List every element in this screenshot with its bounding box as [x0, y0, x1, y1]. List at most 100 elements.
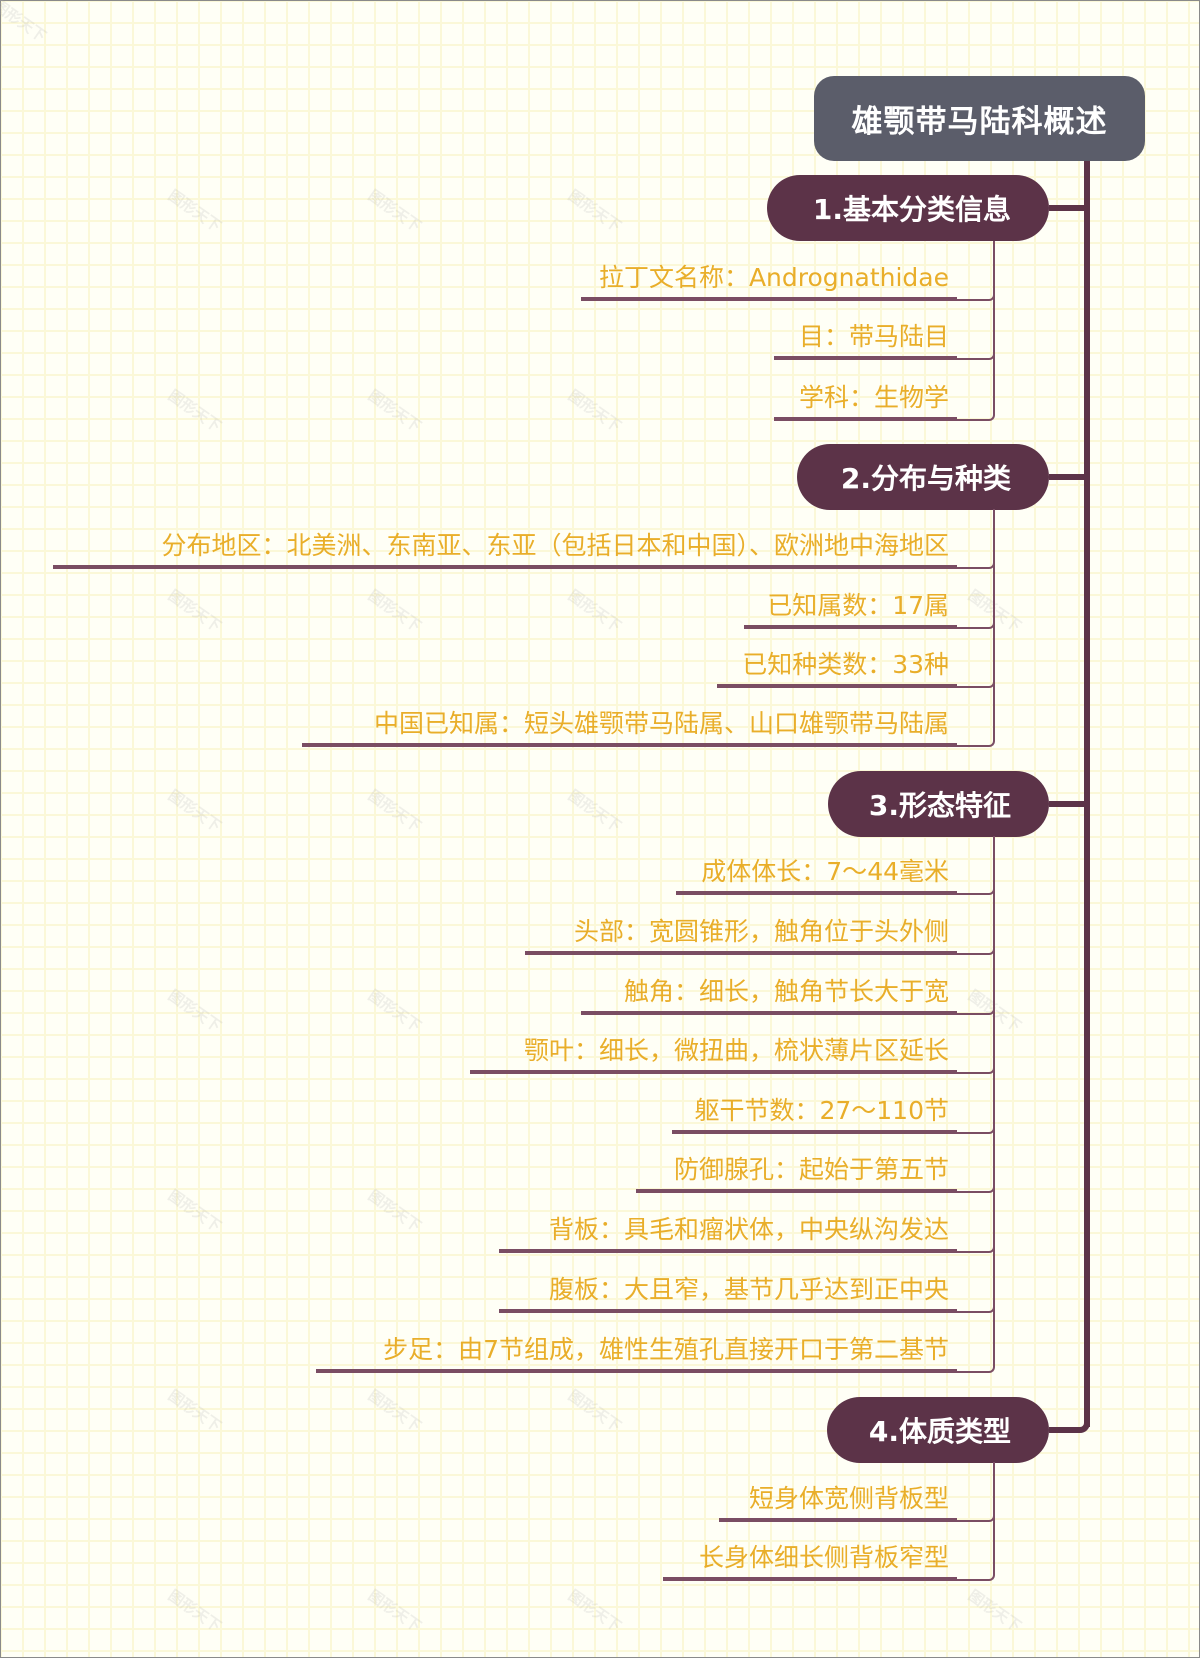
leaf-known-species[interactable]: 已知种类数：33种 — [717, 640, 957, 688]
leaf-latin-name[interactable]: 拉丁文名称：Andrognathidae — [581, 253, 957, 301]
leaf-connector — [955, 1512, 995, 1522]
leaf-underline — [470, 1070, 957, 1074]
leaf-connector — [955, 350, 995, 360]
leaf-label: 成体体长：7～44毫米 — [701, 857, 949, 886]
leaf-underline — [663, 1577, 957, 1581]
watermark: 图形天下 — [164, 1586, 225, 1636]
leaf-distribution-region[interactable]: 分布地区：北美洲、东南亚、东亚（包括日本和中国）、欧洲地中海地区 — [53, 521, 957, 569]
watermark: 图形天下 — [364, 1186, 425, 1236]
leaf-label: 短身体宽侧背板型 — [748, 1484, 949, 1513]
watermark: 图形天下 — [364, 586, 425, 636]
leaf-underline — [525, 951, 957, 955]
leaf-order[interactable]: 目：带马陆目 — [774, 312, 957, 360]
watermark: 图形天下 — [364, 986, 425, 1036]
leaf-connector — [955, 411, 995, 421]
leaf-label: 腹板：大且窄，基节几乎达到正中央 — [548, 1275, 949, 1304]
leaf-gnathal-lobe[interactable]: 颚叶：细长，微扭曲，梳状薄片区延长 — [470, 1026, 957, 1074]
branch-distribution-species[interactable]: 2.分布与种类 — [797, 444, 1049, 510]
leaf-connector — [955, 945, 995, 955]
leaf-short-wide-type[interactable]: 短身体宽侧背板型 — [719, 1474, 957, 1522]
leaf-underline — [774, 356, 957, 360]
leaf-legs[interactable]: 步足：由7节组成，雄性生殖孔直接开口于第二基节 — [316, 1325, 957, 1373]
branch-connector — [1049, 801, 1087, 807]
watermark: 图形天下 — [564, 186, 625, 236]
leaf-label: 分布地区：北美洲、东南亚、东亚（包括日本和中国）、欧洲地中海地区 — [161, 531, 949, 560]
leaf-label: 目：带马陆目 — [798, 322, 949, 351]
leaf-connector — [955, 1183, 995, 1193]
leaf-label: 学科：生物学 — [798, 383, 949, 412]
branch-label: 4.体质类型 — [868, 1415, 1011, 1448]
leaf-connector — [955, 1243, 995, 1253]
watermark: 图形天下 — [564, 386, 625, 436]
leaf-body-length[interactable]: 成体体长：7～44毫米 — [676, 847, 957, 895]
branch-sub-connector — [993, 836, 995, 1363]
leaf-label: 已知种类数：33种 — [742, 650, 949, 679]
leaf-head[interactable]: 头部：宽圆锥形，触角位于头外侧 — [525, 907, 957, 955]
leaf-underline — [774, 417, 957, 421]
watermark: 图形天下 — [164, 1186, 225, 1236]
leaf-connector — [955, 619, 995, 629]
leaf-underline — [302, 743, 957, 747]
leaf-underline — [636, 1189, 957, 1193]
watermark: 图形天下 — [364, 386, 425, 436]
leaf-long-narrow-type[interactable]: 长身体细长侧背板窄型 — [663, 1533, 957, 1581]
leaf-sternite[interactable]: 腹板：大且窄，基节几乎达到正中央 — [499, 1265, 957, 1313]
leaf-underline — [719, 1518, 957, 1522]
leaf-discipline[interactable]: 学科：生物学 — [774, 373, 957, 421]
trunk-connector — [1084, 161, 1090, 1427]
leaf-underline — [53, 565, 957, 569]
leaf-underline — [581, 1011, 957, 1015]
leaf-label: 背板：具毛和瘤状体，中央纵沟发达 — [548, 1215, 949, 1244]
branch-morphology[interactable]: 3.形态特征 — [828, 771, 1049, 837]
watermark: 图形天下 — [364, 1386, 425, 1436]
leaf-connector — [955, 678, 995, 688]
watermark: 图形天下 — [364, 1586, 425, 1636]
branch-connector — [1049, 205, 1087, 211]
leaf-trunk-segments[interactable]: 躯干节数：27～110节 — [672, 1086, 957, 1134]
leaf-connector — [955, 1303, 995, 1313]
root-topic-label: 雄颚带马陆科概述 — [851, 104, 1108, 140]
leaf-underline — [499, 1309, 957, 1313]
trunk-connector-end — [1049, 1419, 1090, 1433]
leaf-connector — [955, 885, 995, 895]
leaf-label: 防御腺孔：起始于第五节 — [673, 1155, 949, 1184]
leaf-underline — [672, 1130, 957, 1134]
watermark: 图形天下 — [0, 0, 50, 46]
leaf-label: 颚叶：细长，微扭曲，梳状薄片区延长 — [523, 1036, 949, 1065]
leaf-label: 长身体细长侧背板窄型 — [698, 1543, 949, 1572]
branch-basic-classification[interactable]: 1.基本分类信息 — [767, 175, 1049, 241]
leaf-underline — [717, 684, 957, 688]
watermark: 图形天下 — [564, 1386, 625, 1436]
leaf-connector — [955, 291, 995, 301]
leaf-label: 步足：由7节组成，雄性生殖孔直接开口于第二基节 — [383, 1335, 949, 1364]
watermark: 图形天下 — [164, 1386, 225, 1436]
watermark: 图形天下 — [164, 386, 225, 436]
leaf-connector — [955, 1005, 995, 1015]
leaf-china-genera[interactable]: 中国已知属：短头雄颚带马陆属、山口雄颚带马陆属 — [302, 699, 957, 747]
leaf-label: 触角：细长，触角节长大于宽 — [623, 977, 949, 1006]
branch-sub-connector — [993, 241, 995, 411]
root-topic[interactable]: 雄颚带马陆科概述 — [814, 76, 1145, 161]
leaf-label: 头部：宽圆锥形，触角位于头外侧 — [573, 917, 949, 946]
leaf-known-genera[interactable]: 已知属数：17属 — [744, 581, 957, 629]
watermark: 图形天下 — [564, 1586, 625, 1636]
leaf-label: 躯干节数：27～110节 — [694, 1096, 949, 1125]
watermark: 图形天下 — [564, 786, 625, 836]
branch-connector — [1049, 474, 1087, 480]
leaf-antenna[interactable]: 触角：细长，触角节长大于宽 — [581, 967, 957, 1015]
branch-label: 3.形态特征 — [868, 789, 1011, 822]
watermark: 图形天下 — [964, 1586, 1025, 1636]
leaf-defense-gland[interactable]: 防御腺孔：起始于第五节 — [636, 1145, 957, 1193]
watermark: 图形天下 — [164, 186, 225, 236]
leaf-connector — [955, 737, 995, 747]
leaf-underline — [316, 1369, 957, 1373]
leaf-tergite[interactable]: 背板：具毛和瘤状体，中央纵沟发达 — [499, 1205, 957, 1253]
leaf-label: 已知属数：17属 — [767, 591, 949, 620]
leaf-label: 中国已知属：短头雄颚带马陆属、山口雄颚带马陆属 — [373, 709, 949, 738]
branch-label: 2.分布与种类 — [840, 462, 1011, 495]
branch-body-types[interactable]: 4.体质类型 — [827, 1397, 1049, 1463]
watermark: 图形天下 — [164, 586, 225, 636]
leaf-connector — [955, 1363, 995, 1373]
watermark: 图形天下 — [364, 786, 425, 836]
leaf-underline — [744, 625, 957, 629]
